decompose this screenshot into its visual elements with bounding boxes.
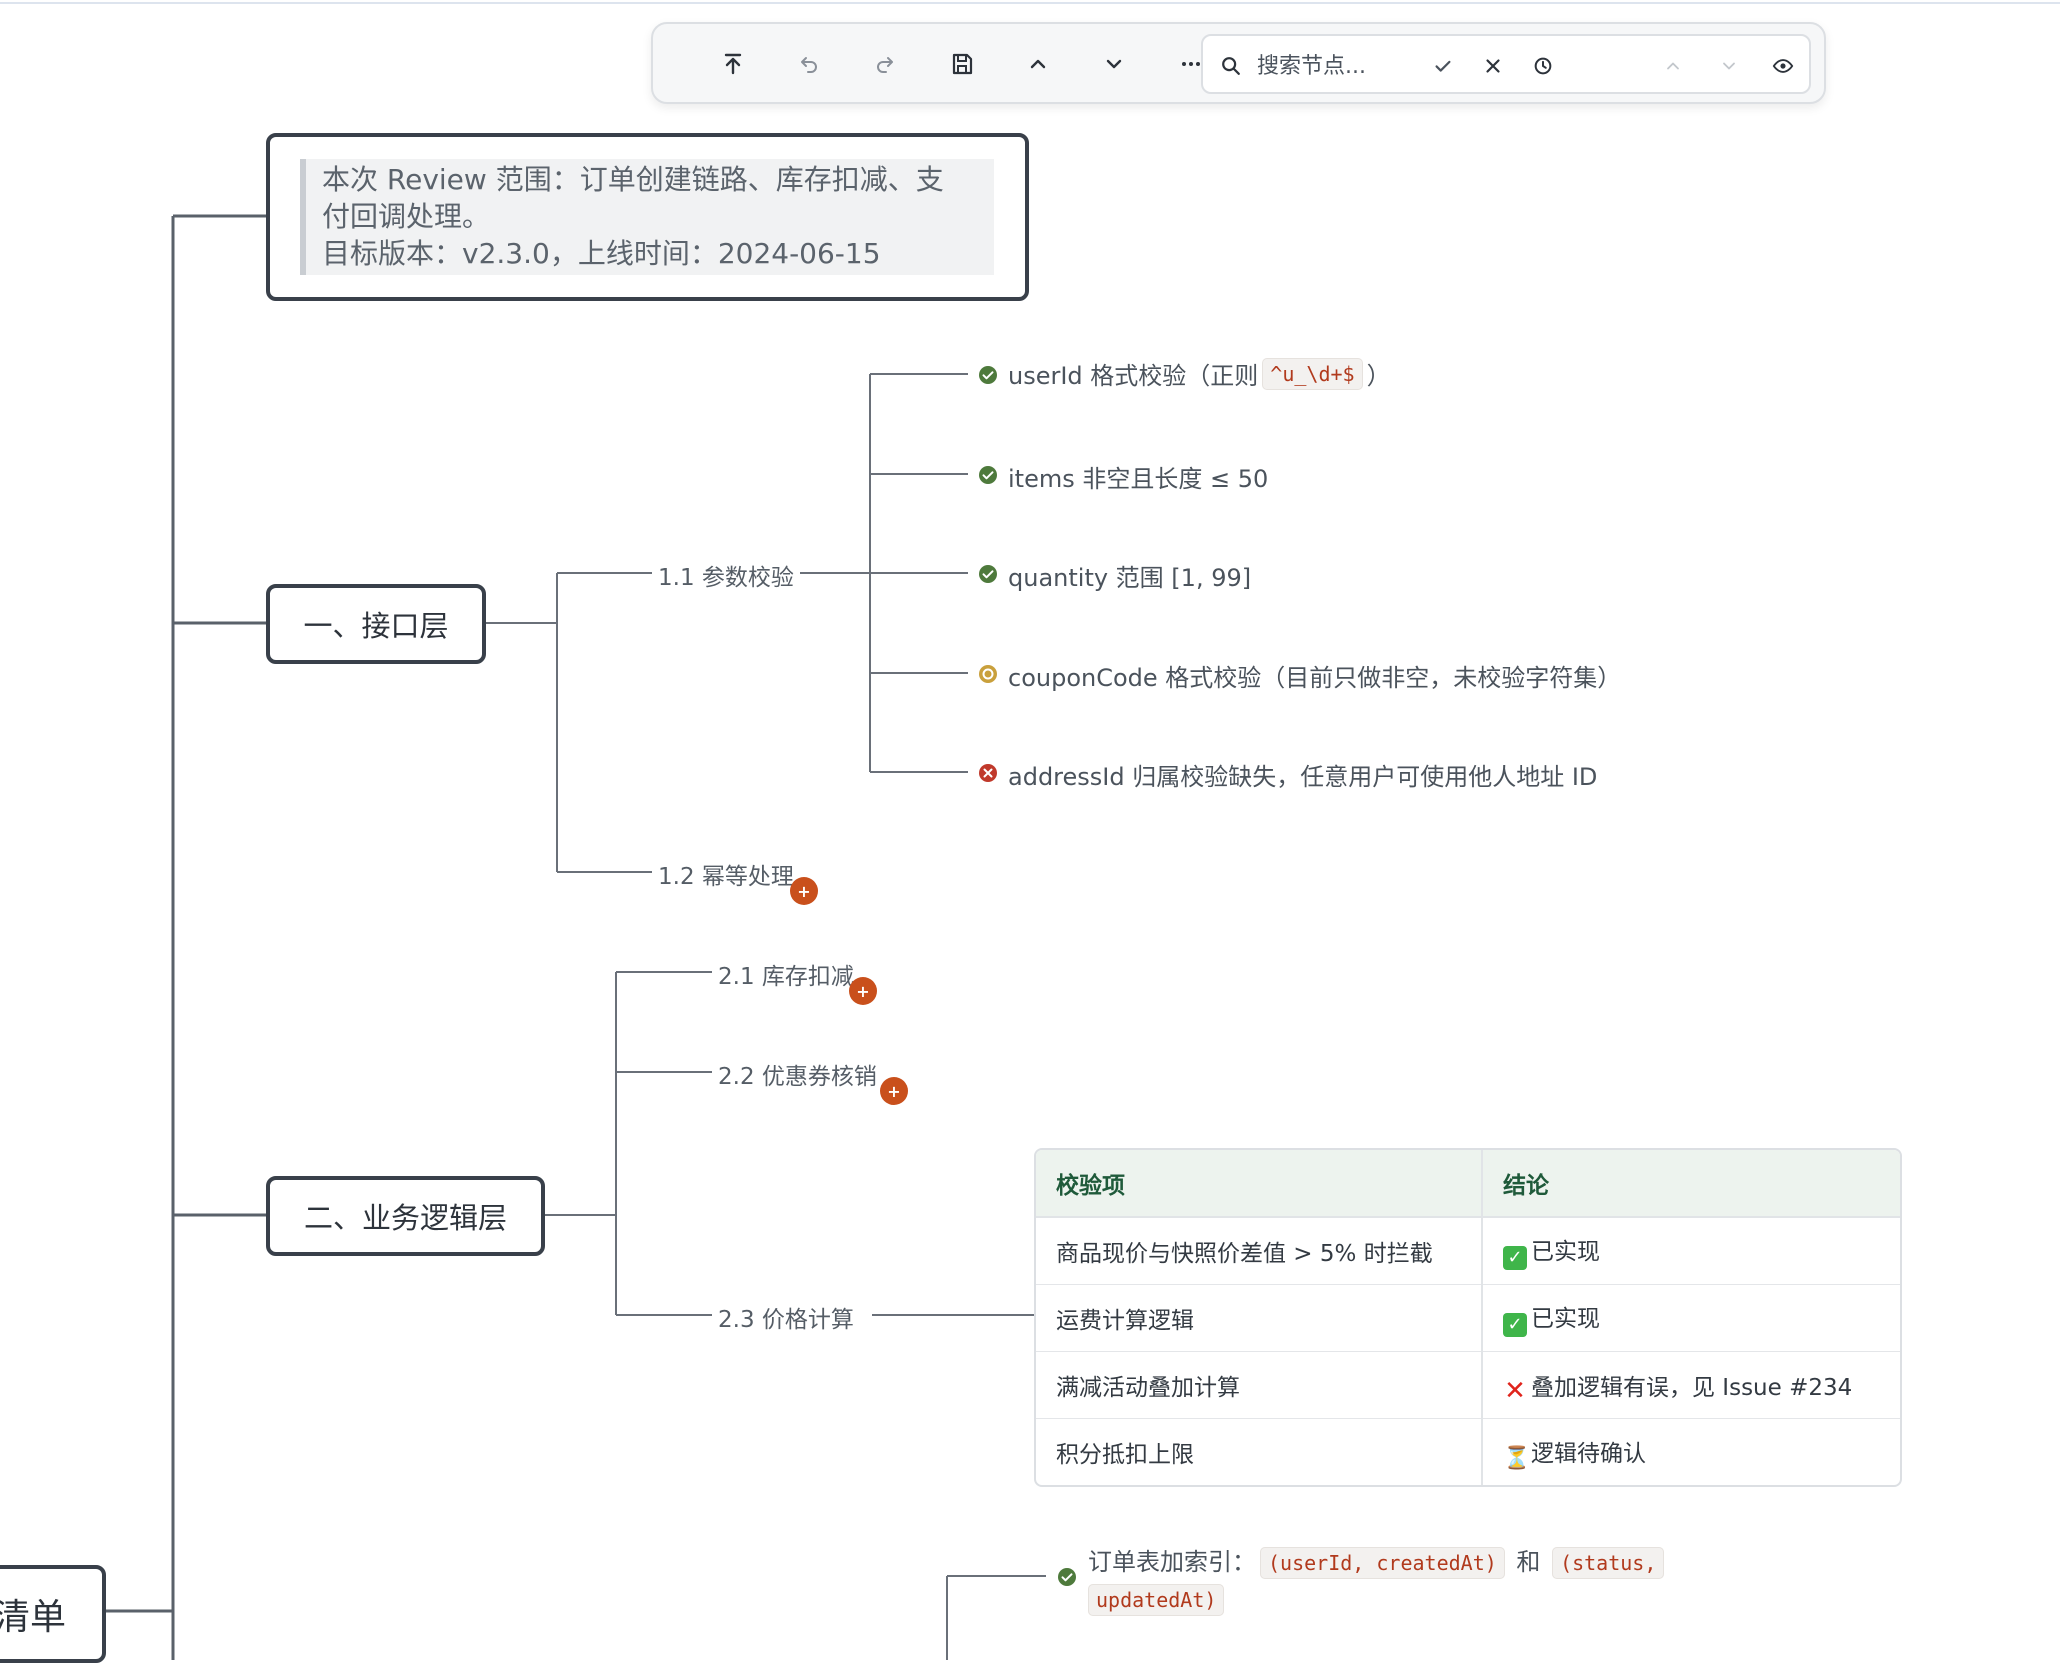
save-icon	[952, 53, 973, 75]
branch-price[interactable]: 2.3 价格计算	[718, 1307, 854, 1333]
scroll-to-top-button[interactable]	[713, 44, 753, 84]
toggle-visibility-button[interactable]	[1767, 50, 1799, 82]
table-cell-item: 积分抵扣上限	[1036, 1418, 1483, 1485]
table-cell-result: ✕叠加逻辑有误，见 Issue #234	[1482, 1351, 1900, 1419]
table-cell-item: 运费计算逻辑	[1036, 1284, 1483, 1352]
node-business-layer[interactable]: 二、业务逻辑层	[266, 1176, 545, 1256]
eye-icon	[1772, 59, 1794, 73]
table-header-cell: 结论	[1482, 1150, 1900, 1218]
check-circle-icon	[979, 565, 997, 583]
branch-coupon[interactable]: 2.2 优惠券核销	[718, 1064, 877, 1090]
search-input[interactable]	[1255, 48, 1429, 84]
result-text: 叠加逻辑有误，见 Issue #234	[1531, 1374, 1853, 1401]
search-history-button[interactable]	[1527, 50, 1559, 82]
top-divider	[0, 2, 2060, 4]
inline-code: updatedAt)	[1088, 1584, 1225, 1616]
table-cell-item: 满减活动叠加计算	[1036, 1351, 1483, 1419]
hourglass-icon: ⏳	[1503, 1445, 1531, 1471]
expand-coupon-button[interactable]: +	[880, 1077, 908, 1105]
undo-icon	[801, 57, 817, 73]
leaf-text: 订单表加索引：	[1088, 1548, 1256, 1576]
price-check-table: 校验项 结论 商品现价与快照价差值 > 5% 时拦截 ✓已实现 运费计算逻辑 ✓…	[1034, 1148, 1902, 1487]
prev-result-button[interactable]	[1657, 50, 1689, 82]
confirm-search-button[interactable]	[1427, 50, 1459, 82]
inline-code: (status,	[1552, 1547, 1665, 1579]
undo-button[interactable]	[789, 44, 829, 84]
expand-idempotent-button[interactable]: +	[790, 877, 818, 905]
save-button[interactable]	[942, 44, 982, 84]
table-cell-result: ⏳逻辑待确认	[1482, 1418, 1900, 1485]
table-header-cell: 校验项	[1036, 1150, 1483, 1218]
result-text: 逻辑待确认	[1531, 1440, 1646, 1467]
branch-idempotent[interactable]: 1.2 幂等处理	[658, 864, 794, 890]
cross-mark-icon: ✕	[1504, 1375, 1526, 1406]
inline-code: ^u_\d+$	[1262, 357, 1363, 390]
search-box	[1201, 34, 1811, 94]
table-header-row: 校验项 结论	[1036, 1150, 1900, 1218]
note-line-3: 目标版本：v2.3.0，上线时间：2024-06-15	[322, 237, 881, 270]
pending-circle-icon	[979, 665, 997, 683]
review-scope-note[interactable]: 本次 Review 范围：订单创建链路、库存扣减、支 付回调处理。 目标版本：v…	[266, 133, 1029, 301]
branch-param-check[interactable]: 1.1 参数校验	[658, 565, 794, 591]
leaf-text: ）	[1366, 362, 1391, 390]
note-blockquote: 本次 Review 范围：订单创建链路、库存扣减、支 付回调处理。 目标版本：v…	[300, 159, 994, 275]
node-root-checklist[interactable]: 清单	[0, 1565, 106, 1663]
note-line-1: 本次 Review 范围：订单创建链路、库存扣减、支	[322, 163, 944, 196]
leaf-items-check[interactable]: items 非空且长度 ≤ 50	[1008, 465, 1269, 493]
leaf-quantity-check[interactable]: quantity 范围 [1, 99]	[1008, 564, 1252, 592]
leaf-text: userId 格式校验（正则	[1008, 362, 1259, 390]
close-icon	[1486, 59, 1500, 73]
table-cell-result: ✓已实现	[1482, 1284, 1900, 1352]
arrow-to-top-icon	[724, 53, 742, 75]
check-mark-icon: ✓	[1503, 1313, 1527, 1337]
table-cell-result: ✓已实现	[1482, 1216, 1900, 1285]
error-circle-icon	[979, 764, 997, 782]
table-row: 满减活动叠加计算 ✕叠加逻辑有误，见 Issue #234	[1036, 1351, 1900, 1419]
expand-inventory-button[interactable]: +	[849, 977, 877, 1005]
more-button[interactable]	[1171, 44, 1211, 84]
table-row: 积分抵扣上限 ⏳逻辑待确认	[1036, 1418, 1900, 1485]
next-result-button[interactable]	[1713, 50, 1745, 82]
redo-icon	[877, 57, 893, 73]
clock-icon	[1534, 57, 1552, 75]
more-icon	[1182, 62, 1200, 66]
leaf-address-check[interactable]: addressId 归属校验缺失，任意用户可使用他人地址 ID	[1008, 763, 1598, 791]
check-icon	[1435, 60, 1451, 72]
node-interface-layer[interactable]: 一、接口层	[266, 584, 486, 664]
chevron-down-icon	[1723, 62, 1735, 70]
check-circle-icon	[1058, 1568, 1076, 1586]
table-cell-item: 商品现价与快照价差值 > 5% 时拦截	[1036, 1216, 1483, 1285]
check-circle-icon	[979, 366, 997, 384]
chevron-up-icon	[1667, 62, 1679, 70]
chevron-down-icon	[1106, 59, 1122, 69]
chevron-up-icon	[1030, 59, 1046, 69]
toolbar	[651, 22, 1826, 104]
result-text: 已实现	[1531, 1306, 1600, 1332]
leaf-text: 和	[1516, 1548, 1541, 1576]
table-row: 运费计算逻辑 ✓已实现	[1036, 1284, 1900, 1352]
leaf-coupon-code-check[interactable]: couponCode 格式校验（目前只做非空，未校验字符集）	[1008, 664, 1622, 692]
leaf-userid-check[interactable]: userId 格式校验（正则 ^u_\d+$ ）	[1008, 356, 1391, 391]
check-mark-icon: ✓	[1503, 1246, 1527, 1270]
check-circle-icon	[979, 466, 997, 484]
leaf-db-index[interactable]: 订单表加索引：(userId, createdAt) 和 (status, up…	[1088, 1544, 1668, 1618]
branch-inventory[interactable]: 2.1 库存扣减	[718, 964, 854, 990]
redo-button[interactable]	[865, 44, 905, 84]
search-icon	[1215, 50, 1247, 82]
expand-down-button[interactable]	[1094, 44, 1134, 84]
table-row: 商品现价与快照价差值 > 5% 时拦截 ✓已实现	[1036, 1216, 1900, 1285]
collapse-up-button[interactable]	[1018, 44, 1058, 84]
note-line-2: 付回调处理。	[322, 200, 491, 233]
clear-search-button[interactable]	[1477, 50, 1509, 82]
inline-code: (userId, createdAt)	[1260, 1547, 1505, 1579]
result-text: 已实现	[1531, 1239, 1600, 1265]
